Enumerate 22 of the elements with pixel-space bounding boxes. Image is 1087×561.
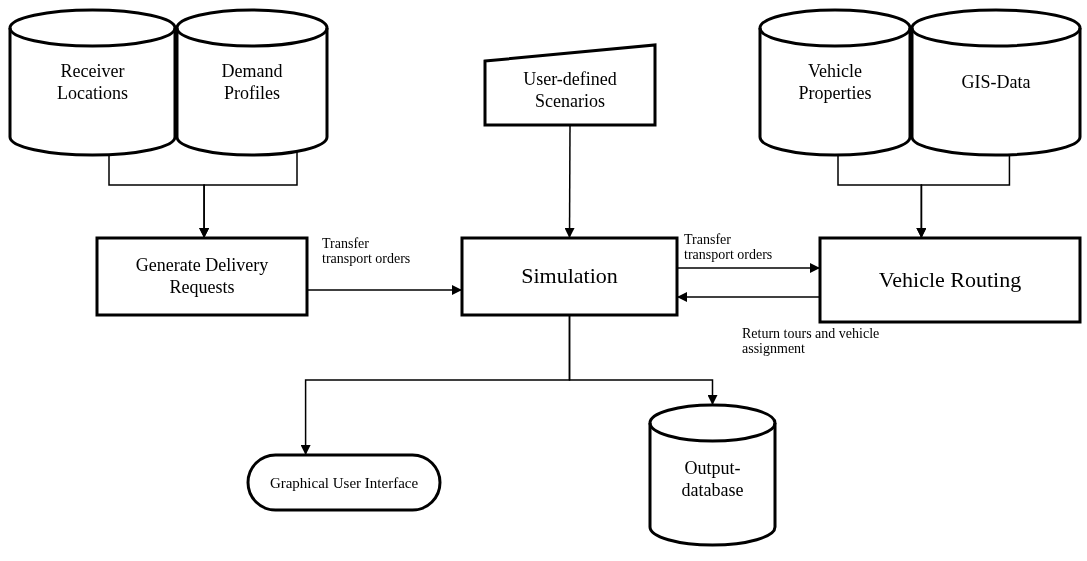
arrow xyxy=(916,154,1011,239)
node-label: User-defined Scenarios xyxy=(522,69,618,113)
process-box xyxy=(97,238,307,315)
database-cylinder xyxy=(10,10,175,155)
node-label: Output-database xyxy=(680,458,745,502)
database-cylinder xyxy=(912,10,1080,155)
process-box xyxy=(820,238,1080,322)
process-box xyxy=(462,238,677,315)
node-label: Generate Delivery Requests xyxy=(134,254,270,299)
node-label: GIS-Data xyxy=(961,71,1031,94)
database-cylinder xyxy=(650,405,775,545)
database-cylinder xyxy=(760,10,910,155)
database-cylinder xyxy=(177,10,327,155)
node-label: Demand Profiles xyxy=(220,60,284,105)
terminal-shape xyxy=(248,455,440,510)
node-label: Graphical User Interface xyxy=(269,473,419,492)
node-label: Simulation xyxy=(521,263,618,290)
node-label: Receiver Locations xyxy=(56,60,129,105)
arrow xyxy=(199,150,298,239)
manual-input-shape xyxy=(485,45,655,125)
node-label: Vehicle Properties xyxy=(797,60,873,105)
node-label: Vehicle Routing xyxy=(878,266,1022,294)
